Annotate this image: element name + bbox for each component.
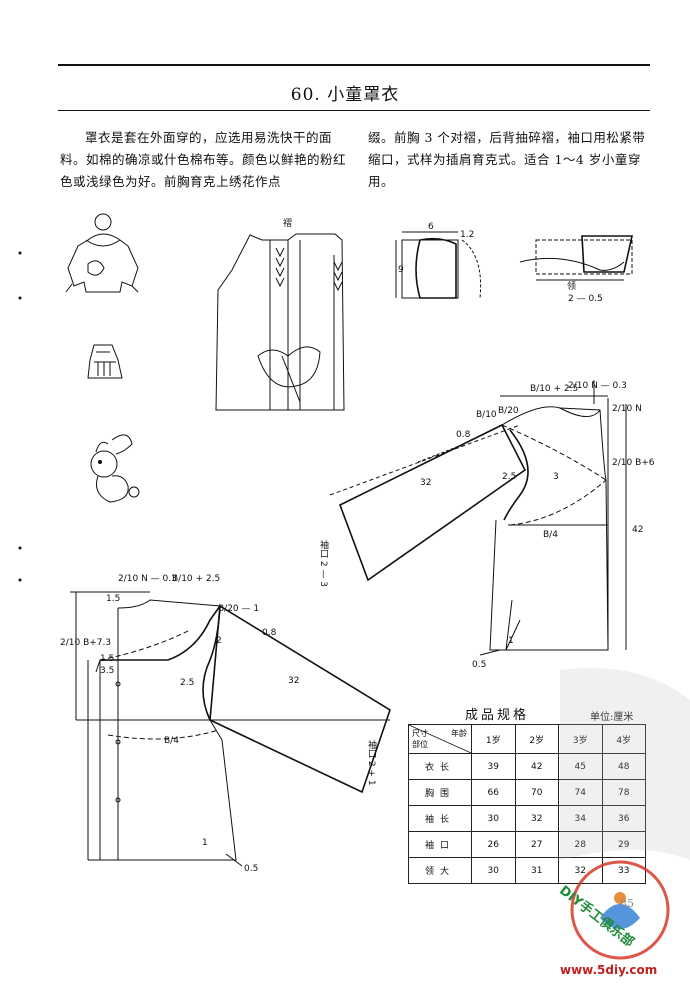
spec-title: 成品规格 <box>465 708 530 723</box>
header-part: 部位 <box>412 740 428 749</box>
table-cell: 45 <box>558 753 603 780</box>
label-collar: 领 <box>567 282 577 292</box>
table-cell: 32 <box>514 805 559 832</box>
label-front-1: 1 <box>202 838 208 848</box>
label-front-1-5b: 1.5 <box>100 654 115 664</box>
title-rule <box>58 110 650 111</box>
table-row: 衣长 39 42 45 48 <box>408 753 646 780</box>
row-label: 衣长 <box>408 753 472 780</box>
table-row: 尺寸 年龄 部位 1岁 2岁 3岁 4岁 <box>408 724 646 754</box>
table-cell: 39 <box>471 753 516 780</box>
label-front-2-5: 2.5 <box>180 678 195 688</box>
table-cell: 36 <box>601 805 646 832</box>
label-back-length: 42 <box>632 525 644 535</box>
label-front-0-5: 0.5 <box>244 864 259 874</box>
header-age-2: 2岁 <box>514 724 559 754</box>
label-back-b6: 2/10 B+6 <box>612 458 655 468</box>
spec-unit: 单位:厘米 <box>590 712 634 723</box>
table-row: 袖口 26 27 28 29 <box>408 831 646 858</box>
front-pattern <box>70 591 391 867</box>
table-corner: 尺寸 年龄 部位 <box>408 724 472 754</box>
front-garment-sketch <box>215 233 345 411</box>
label-front-b7-3: 2/10 B+7.3 <box>60 638 112 648</box>
site-url: www.5diy.com <box>560 963 658 977</box>
intro-paragraph-left: 罩衣是套在外面穿的，应选用易洗快干的面料。如棉的确凉或什色棉布等。颜色以鲜艳的粉… <box>60 130 347 189</box>
table-cell: 78 <box>601 779 646 806</box>
label-front-1-5: 1.5 <box>106 594 121 604</box>
label-back-b10: B/10 <box>476 410 497 420</box>
label-back-b20: B/20 <box>498 406 519 416</box>
margin-dots <box>18 251 22 582</box>
label-back-1: 1 <box>508 636 514 646</box>
label-front-0-8: 0.8 <box>262 628 277 638</box>
table-row: 领大 30 31 32 33 <box>408 857 646 884</box>
label-front-n-0-3: 2/10 N — 0.3 <box>118 574 177 584</box>
table-cell: 29 <box>601 831 646 858</box>
table-cell: 74 <box>558 779 603 806</box>
table-cell: 70 <box>514 779 559 806</box>
table-cell: 32 <box>558 857 603 884</box>
label-back-b4: B/4 <box>543 530 558 540</box>
row-label: 胸围 <box>408 779 472 806</box>
row-label: 领大 <box>408 857 472 884</box>
label-yoke-width: 6 <box>428 222 434 232</box>
label-pleat: 褶 <box>283 219 293 229</box>
label-back-cuff: 袖口 2 — 3 <box>318 540 328 588</box>
intro-paragraph-right: 缀。前胸 3 个对褶，后背抽碎褶，袖口用松紧带缩口，式样为插肩育克式。适合 1～… <box>368 130 646 189</box>
table-cell: 28 <box>558 831 603 858</box>
header-age-1: 1岁 <box>471 724 516 754</box>
label-front-b10-2-5: B/10 + 2.5 <box>172 574 221 584</box>
table-cell: 30 <box>471 805 516 832</box>
header-size: 尺寸 <box>412 729 428 738</box>
table-cell: 26 <box>471 831 516 858</box>
child-illustration <box>65 213 139 293</box>
label-yoke-offset: 1.2 <box>460 230 475 240</box>
label-front-cuff: 袖口 2 + 1 <box>366 740 376 786</box>
table-cell: 34 <box>558 805 603 832</box>
label-back-3: 3 <box>553 472 559 482</box>
header-age-4: 4岁 <box>601 724 646 754</box>
back-pattern <box>329 380 627 656</box>
page-number: 85 <box>620 897 634 910</box>
label-front-2: 2 <box>216 636 222 646</box>
label-back-b10-2-5: B/10 + 2.5 <box>530 384 579 394</box>
back-view-sketch <box>87 344 123 379</box>
header-age: 年龄 <box>451 729 467 738</box>
label-front-b4: B/4 <box>164 736 179 746</box>
row-label: 袖口 <box>408 831 472 858</box>
table-cell: 48 <box>601 753 646 780</box>
top-rule <box>58 64 650 66</box>
label-collar-formula: 2 — 0.5 <box>568 294 603 304</box>
table-cell: 30 <box>471 857 516 884</box>
label-back-neck-depth: 2/10 N <box>612 404 642 414</box>
table-cell: 66 <box>471 779 516 806</box>
yoke-pieces <box>395 231 633 299</box>
label-front-3-5: 3.5 <box>100 666 115 676</box>
page-title: 60. 小童罩衣 <box>290 85 400 105</box>
header-age-3: 3岁 <box>558 724 603 754</box>
table-cell: 42 <box>514 753 559 780</box>
label-back-sleeve-length: 32 <box>420 478 432 488</box>
rabbit-motif <box>90 434 140 503</box>
label-front-b20-1: B/20 — 1 <box>218 604 260 614</box>
table-cell: 31 <box>514 857 559 884</box>
spec-table: 尺寸 年龄 部位 1岁 2岁 3岁 4岁 衣长 39 42 45 48 胸围 6… <box>408 724 646 884</box>
label-back-2-5: 2.5 <box>502 472 517 482</box>
row-label: 袖长 <box>408 805 472 832</box>
label-front-sleeve-length: 32 <box>288 676 300 686</box>
table-row: 袖长 30 32 34 36 <box>408 805 646 832</box>
table-cell: 27 <box>514 831 559 858</box>
label-yoke-height: 9 <box>398 265 404 275</box>
label-back-n-0-3: 2/10 N — 0.3 <box>568 381 627 391</box>
label-back-0-8: 0.8 <box>456 430 471 440</box>
table-cell: 33 <box>601 857 646 884</box>
label-back-0-5: 0.5 <box>472 660 487 670</box>
table-row: 胸围 66 70 74 78 <box>408 779 646 806</box>
